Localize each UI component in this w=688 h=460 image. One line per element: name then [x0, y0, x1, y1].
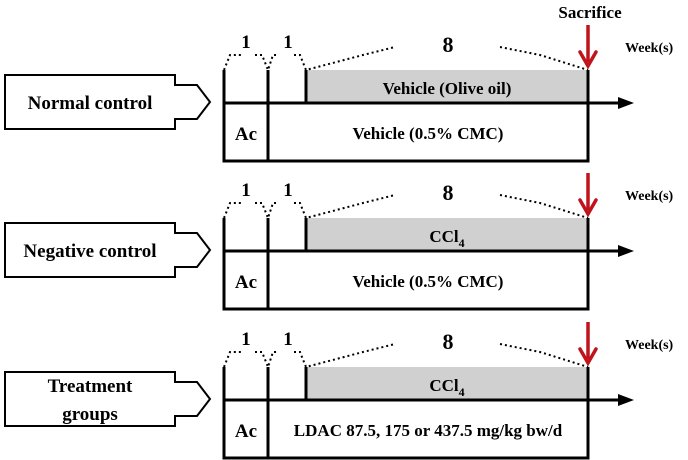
sacrifice-arrow-head: [578, 347, 598, 367]
shaded-treatment-label: CCl4: [429, 376, 464, 399]
vehicle-dose-label: Vehicle (0.5% CMC): [353, 272, 504, 291]
shaded-label-subscript: 4: [459, 385, 465, 399]
acclimation-label: Ac: [235, 421, 257, 442]
group-label: groups: [62, 404, 118, 425]
sacrifice-arrow-head: [578, 50, 598, 70]
period-number: 8: [443, 180, 454, 205]
group-label: Negative control: [23, 241, 156, 262]
group-label: Normal control: [28, 93, 153, 114]
timeline-frame: [222, 218, 590, 311]
shaded-label-main: Vehicle (Olive oil): [383, 79, 512, 98]
week-unit-label: Week(s): [625, 189, 674, 204]
week-unit-label: Week(s): [625, 338, 674, 353]
group-label-box: [4, 74, 212, 130]
timeline-panel-2: Negative control CCl4 1 1 8 Week(s) Ac Vehicle …: [4, 173, 674, 311]
shaded-treatment-bar: [306, 70, 588, 103]
timeline-frame: [222, 70, 590, 163]
timeline-panel-3: Treatment groups CCl4 1 1 8 Week(s) Ac LDAC 87.5…: [4, 322, 674, 460]
period-number: 1: [283, 329, 293, 350]
shaded-treatment-label: Vehicle (Olive oil): [383, 79, 512, 98]
group-label-box: [4, 371, 212, 427]
period-brace: [294, 46, 396, 72]
period-number: 1: [283, 32, 293, 53]
period-brace: [223, 202, 241, 219]
shaded-label-subscript: 4: [459, 236, 465, 250]
timeline-panel-1: Normal control Vehicle (Olive oil) 1 1 8 Week…: [4, 25, 674, 163]
shaded-treatment-label: CCl4: [429, 227, 464, 250]
acclimation-label: Ac: [235, 272, 257, 293]
timeline-arrowhead: [618, 97, 634, 109]
period-brace: [255, 54, 278, 73]
group-label-box: [4, 222, 212, 278]
period-brace: [223, 351, 241, 368]
acclimation-label: Ac: [235, 124, 257, 145]
shaded-label-main: CCl: [429, 227, 459, 246]
period-number: 1: [241, 180, 251, 201]
period-number: 1: [241, 32, 251, 53]
sacrifice-label: Sacrifice: [558, 3, 622, 22]
period-brace: [294, 343, 396, 369]
sacrifice-arrow-head: [578, 198, 598, 218]
week-unit-label: Week(s): [625, 41, 674, 56]
period-number: 1: [283, 180, 293, 201]
period-brace: [499, 194, 589, 219]
period-number: 8: [443, 329, 454, 354]
shaded-treatment-bar: [306, 367, 588, 400]
vehicle-dose-label: LDAC 87.5, 175 or 437.5 mg/kg bw/d: [294, 421, 563, 440]
period-number: 1: [241, 329, 251, 350]
timeline-frame: [222, 367, 590, 460]
period-brace: [223, 54, 241, 71]
vehicle-dose-label: Vehicle (0.5% CMC): [353, 124, 504, 143]
group-label: Treatment: [48, 376, 133, 397]
period-brace: [499, 343, 589, 368]
shaded-treatment-bar: [306, 218, 588, 251]
period-brace: [499, 46, 589, 71]
shaded-label-main: CCl: [429, 376, 459, 395]
period-brace: [255, 351, 278, 370]
period-number: 8: [443, 32, 454, 57]
period-brace: [294, 194, 396, 220]
timeline-arrowhead: [618, 394, 634, 406]
timeline-arrowhead: [618, 245, 634, 257]
period-brace: [255, 202, 278, 221]
